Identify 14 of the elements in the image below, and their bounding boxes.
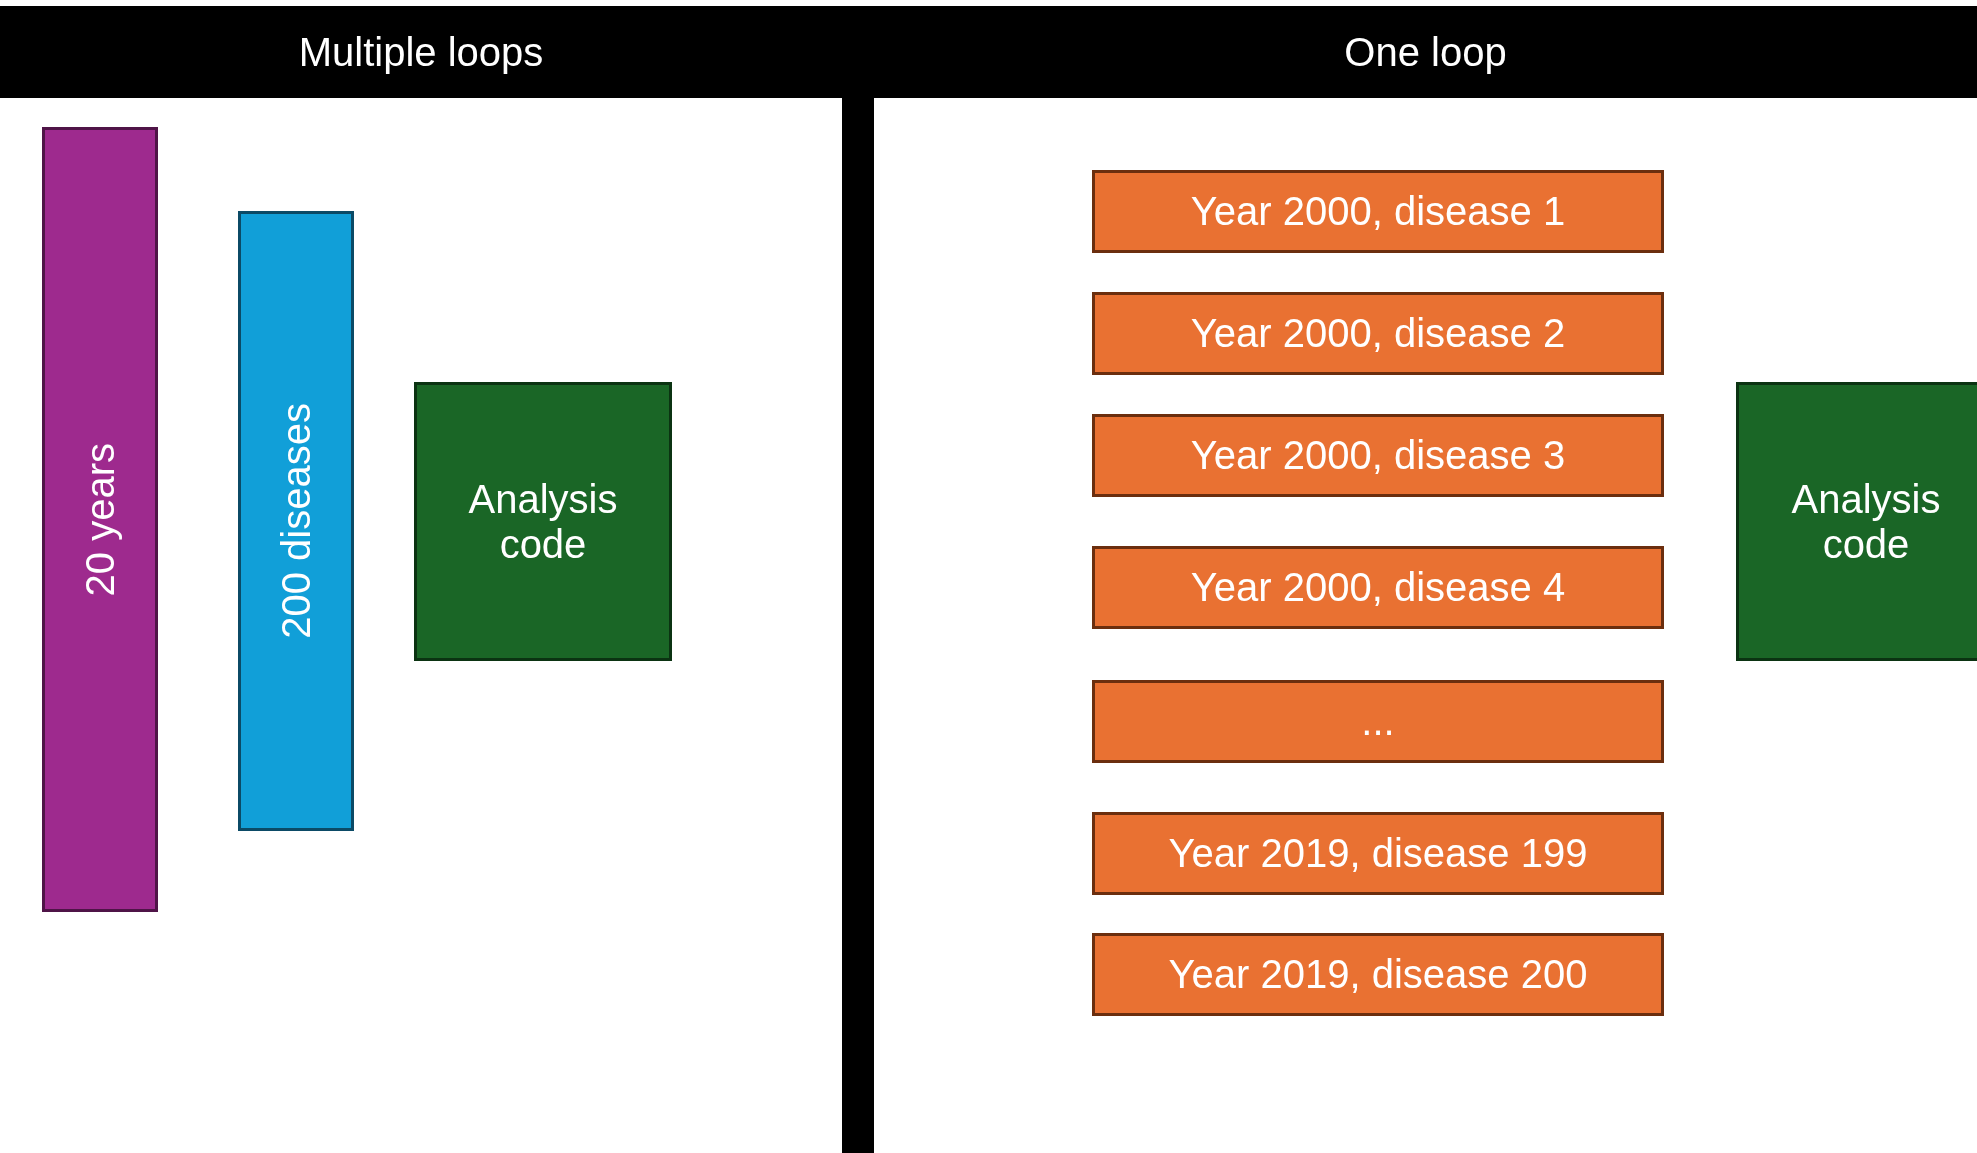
task-box: Year 2000, disease 2 [1092,292,1664,375]
code-box: Analysis code [1736,382,1977,661]
task-box: Year 2000, disease 3 [1092,414,1664,497]
task-box: Year 2000, disease 4 [1092,546,1664,629]
vertical-bar: 200 diseases [238,211,354,831]
task-box: Year 2019, disease 200 [1092,933,1664,1016]
code-box: Analysis code [414,382,672,661]
vertical-bar: 20 years [42,127,158,912]
panel-heading: One loop [874,6,1977,98]
panel [0,6,874,1153]
task-box: Year 2000, disease 1 [1092,170,1664,253]
panel-heading: Multiple loops [0,6,842,98]
task-box: Year 2019, disease 199 [1092,812,1664,895]
task-box: ... [1092,680,1664,763]
